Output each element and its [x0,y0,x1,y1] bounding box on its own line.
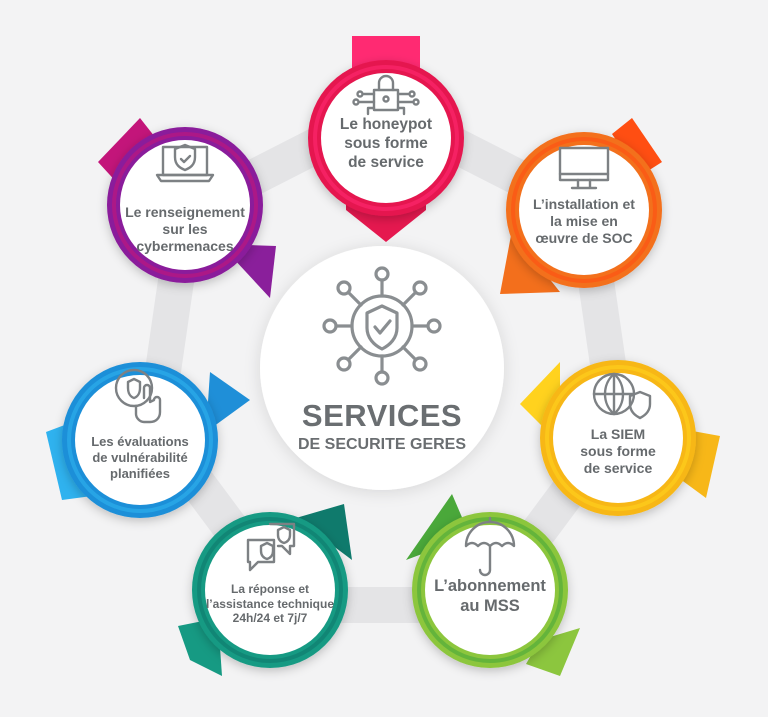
globe-shield-icon [592,372,652,420]
node-disc [425,525,555,655]
node-ring-accent [545,365,691,511]
node-disc [321,73,451,203]
shield-network-icon [322,266,442,386]
ribbon-arrow [206,372,250,432]
service-node-soc [500,118,662,294]
chat-shield-icon [246,522,296,572]
service-label-soc: L’installation et la mise en œuvre de SO… [533,196,635,247]
node-disc [205,525,335,655]
service-label-response: La réponse et l’assistance technique 24h… [205,582,335,626]
service-label-honeypot: Le honeypot sous forme de service [339,116,433,171]
node-ring-accent [313,65,459,211]
node-disc [120,140,250,270]
padlock-circuit-icon [352,74,420,116]
hand-shield-icon [114,368,162,424]
ribbon-arrow [406,494,470,560]
node-disc [519,145,649,275]
node-disc [75,375,205,505]
service-node-siem [520,360,720,516]
umbrella-icon [464,516,516,577]
center-title: SERVICES [301,398,463,433]
service-label-siem: La SIEM sous forme de service [580,426,656,477]
ribbon-arrow [352,36,420,70]
service-label-intel: Le renseignement sur les cybermenaces [125,204,245,255]
service-node-response [178,504,352,676]
service-label-vuln: Les évaluations de vulnérabilité planifi… [91,434,189,481]
service-node-vuln [46,362,250,518]
node-ring-accent [511,137,657,283]
ribbon-arrow [526,628,580,676]
service-node-mss [406,494,580,676]
monitor-icon [558,146,610,190]
service-node-intel [98,118,276,298]
node-ring-accent [197,517,343,663]
ribbon-arrow [612,118,662,176]
center-subtitle: DE SECURITE GERES [297,436,467,453]
node-ring-accent [112,132,258,278]
service-node-honeypot [308,36,464,242]
service-label-mss: L’abonnement au MSS [434,577,546,616]
ribbon-arrow [296,504,352,560]
node-ring-accent [67,367,213,513]
laptop-shield-icon [155,143,215,183]
